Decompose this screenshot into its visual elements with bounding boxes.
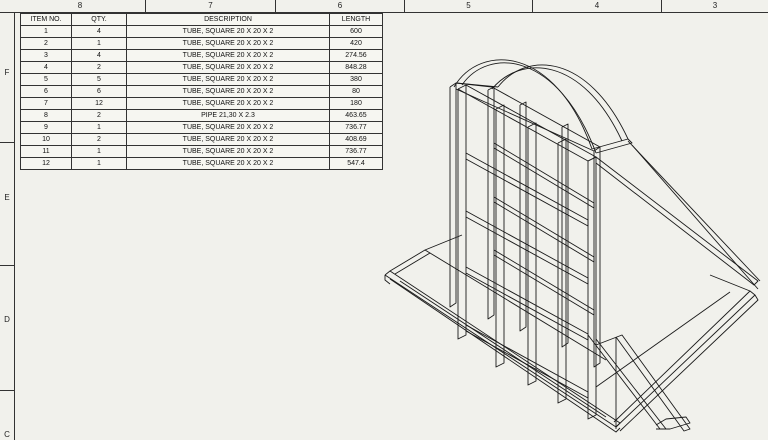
bom-cell-item-no: 7 [20,97,72,110]
bom-cell-item-no: 1 [20,25,72,38]
bom-cell-qty: 2 [71,133,127,146]
bom-cell-description: TUBE, SQUARE 20 X 20 X 2 [126,157,330,170]
base-frame [384,234,759,433]
side-braces [587,140,761,432]
arch-pipes [453,59,633,154]
bom-cell-item-no: 10 [20,133,72,146]
zone-label-top: 5 [466,1,471,10]
bom-cell-description: TUBE, SQUARE 20 X 20 X 2 [126,97,330,110]
bom-cell-qty: 1 [71,157,127,170]
rear-rails [493,142,595,316]
bom-cell-qty: 2 [71,61,127,74]
bom-cell-item-no: 12 [20,157,72,170]
zone-label-left: D [4,315,10,324]
bom-cell-qty: 2 [71,109,127,122]
bom-cell-qty: 4 [71,49,127,62]
bom-cell-description: TUBE, SQUARE 20 X 20 X 2 [126,37,330,50]
zone-label-left: C [4,430,10,439]
bom-header-length: LENGTH [329,13,383,26]
bom-cell-description: TUBE, SQUARE 20 X 20 X 2 [126,145,330,158]
bom-cell-item-no: 2 [20,37,72,50]
bom-cell-qty: 1 [71,145,127,158]
bom-cell-description: TUBE, SQUARE 20 X 20 X 2 [126,133,330,146]
bom-cell-length: 736.77 [329,121,383,134]
isometric-frame-drawing [384,59,761,433]
bom-cell-qty: 4 [71,25,127,38]
bom-cell-description: TUBE, SQUARE 20 X 20 X 2 [126,85,330,98]
front-frame [457,84,597,420]
zone-label-left: E [4,193,10,202]
bom-cell-qty: 12 [71,97,127,110]
bom-cell-qty: 1 [71,37,127,50]
zone-label-top: 8 [77,1,83,10]
zone-label-left: F [4,68,10,77]
bom-header-row: ITEM NO. QTY. DESCRIPTION LENGTH [20,13,383,26]
bom-cell-length: 600 [329,25,383,38]
zone-label-top: 4 [594,1,600,10]
bom-cell-length: 547.4 [329,157,383,170]
zone-label-top: 3 [712,1,718,10]
bom-cell-item-no: 3 [20,49,72,62]
bom-cell-description: TUBE, SQUARE 20 X 20 X 2 [126,25,330,38]
front-rails [465,152,589,399]
bom-cell-qty: 1 [71,121,127,134]
bom-cell-description: TUBE, SQUARE 20 X 20 X 2 [126,121,330,134]
bom-cell-description: PIPE 21,30 X 2.3 [126,109,330,122]
bom-cell-qty: 6 [71,85,127,98]
bom-header-item-no: ITEM NO. [20,13,72,26]
bom-cell-item-no: 9 [20,121,72,134]
bom-cell-item-no: 8 [20,109,72,122]
bom-cell-description: TUBE, SQUARE 20 X 20 X 2 [126,73,330,86]
bom-cell-qty: 5 [71,73,127,86]
bom-cell-item-no: 5 [20,73,72,86]
zone-label-top: 7 [208,1,213,10]
bom-cell-item-no: 4 [20,61,72,74]
bom-cell-item-no: 6 [20,85,72,98]
bom-header-qty: QTY. [71,13,127,26]
bom-cell-item-no: 11 [20,145,72,158]
bom-cell-description: TUBE, SQUARE 20 X 20 X 2 [126,61,330,74]
bom-cell-description: TUBE, SQUARE 20 X 20 X 2 [126,49,330,62]
bom-header-description: DESCRIPTION [126,13,330,26]
zone-label-top: 6 [337,1,343,10]
